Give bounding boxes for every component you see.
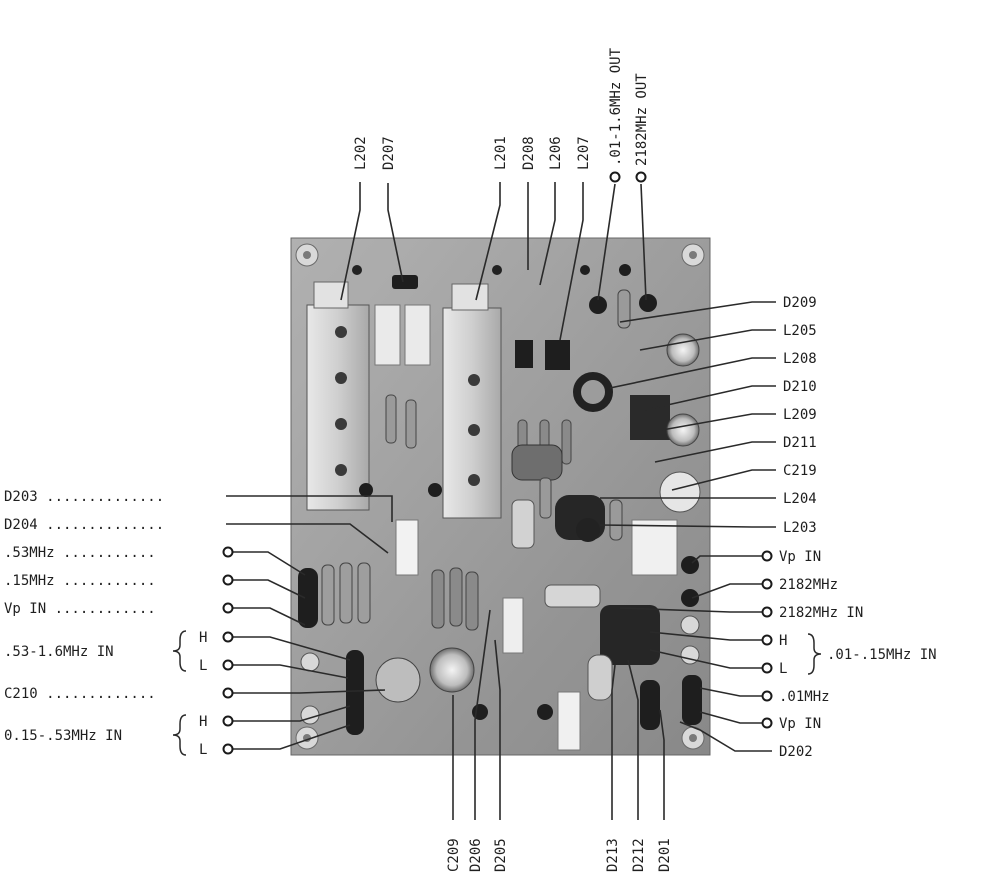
label-l-upper: L xyxy=(199,658,207,674)
label-d213: D213 xyxy=(605,838,621,872)
right-labels: D209 L205 L208 D210 L209 D211 C219 L204 … xyxy=(779,295,937,760)
label-d212: D212 xyxy=(631,838,647,872)
left-labels: D203 .............. D204 .............. … xyxy=(4,489,207,758)
coil-can-l202 xyxy=(306,265,370,511)
circuit-board xyxy=(290,237,711,756)
label-vp-in-right-2: Vp IN xyxy=(779,716,821,732)
label-d207: D207 xyxy=(381,136,397,170)
trimmer-l209 xyxy=(666,413,700,447)
top-labels: L202 D207 L201 D208 L206 L207 .01-1.6MHz… xyxy=(353,47,650,170)
label-h-upper: H xyxy=(199,630,207,646)
label-d206: D206 xyxy=(468,838,484,872)
label-l206: L206 xyxy=(548,136,564,170)
dark-components xyxy=(298,264,702,735)
label-l204: L204 xyxy=(783,491,817,507)
label-l-lower: L xyxy=(199,742,207,758)
label-53-16mhz-in: .53-1.6MHz IN xyxy=(4,644,114,660)
label-d201: D201 xyxy=(657,838,673,872)
label-l202: L202 xyxy=(353,136,369,170)
trimmer-l205 xyxy=(666,333,700,367)
cap-c209 xyxy=(429,647,475,693)
label-h-right: H xyxy=(779,633,787,649)
bottom-labels: C209 D206 D205 D213 D212 D201 xyxy=(446,838,673,872)
label-l205: L205 xyxy=(783,323,817,339)
label-53mhz: .53MHz ........... xyxy=(4,545,156,561)
cap-c210 xyxy=(375,657,421,703)
label-d210: D210 xyxy=(783,379,817,395)
label-15mhz: .15MHz ........... xyxy=(4,573,156,589)
cap-c219 xyxy=(659,471,701,513)
brace-right xyxy=(807,633,822,675)
label-2182mhz: 2182MHz xyxy=(779,577,838,593)
brace-left-upper xyxy=(172,630,187,672)
label-d208: D208 xyxy=(521,136,537,170)
label-d205: D205 xyxy=(493,838,509,872)
label-h-lower: H xyxy=(199,714,207,730)
label-l203: L203 xyxy=(783,520,817,536)
axial-components xyxy=(321,289,631,631)
mounting-holes xyxy=(295,243,705,750)
toroid-l208 xyxy=(573,372,613,412)
label-l208: L208 xyxy=(783,351,817,367)
label-out-01-16: .01-1.6MHz OUT xyxy=(608,47,624,166)
label-out-2182: 2182MHz OUT xyxy=(634,73,650,166)
label-d209: D209 xyxy=(783,295,817,311)
terminal-markers xyxy=(222,171,773,755)
leader-lines xyxy=(226,182,776,820)
label-d203: D203 .............. xyxy=(4,489,164,505)
label-vp-in-right-1: Vp IN xyxy=(779,549,821,565)
label-l-right: L xyxy=(779,661,787,677)
label-01mhz: .01MHz xyxy=(779,689,830,705)
coil-can-l201 xyxy=(442,265,502,519)
label-l209: L209 xyxy=(783,407,817,423)
label-d211: D211 xyxy=(783,435,817,451)
label-2182mhz-in: 2182MHz IN xyxy=(779,605,863,621)
label-l207: L207 xyxy=(576,136,592,170)
label-l201: L201 xyxy=(493,136,509,170)
label-d204: D204 .............. xyxy=(4,517,164,533)
brace-left-lower xyxy=(172,714,187,756)
label-01-015mhz-in: .01-.15MHz IN xyxy=(827,647,937,663)
label-015-053mhz-in: 0.15-.53MHz IN xyxy=(4,728,122,744)
label-c210: C210 ............. xyxy=(4,686,156,702)
label-c219: C219 xyxy=(783,463,817,479)
label-d202: D202 xyxy=(779,744,813,760)
label-vp-in-left: Vp IN ............ xyxy=(4,601,156,617)
label-c209: C209 xyxy=(446,838,462,872)
